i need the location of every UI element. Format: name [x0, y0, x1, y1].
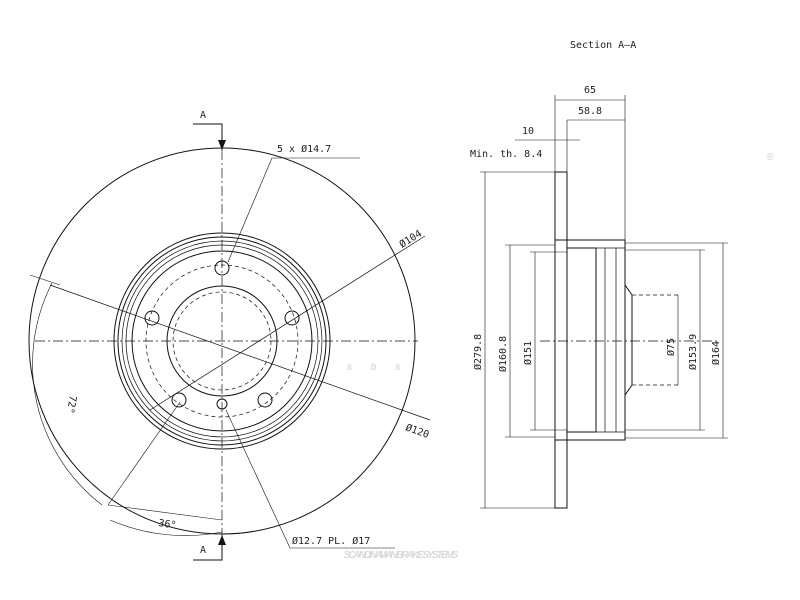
- min-thickness-label: Min. th. 8.4: [470, 149, 542, 160]
- sbs-logo: sbs: [347, 362, 401, 370]
- arrow-head: [218, 140, 226, 150]
- width-label: 65: [584, 85, 596, 96]
- bolt-hole-leader: [227, 157, 360, 263]
- section-marker-bottom: A: [200, 545, 206, 556]
- section-title: Section A–A: [570, 40, 636, 51]
- diag-line-1: [49, 284, 431, 421]
- section-arrow-bottom: [193, 535, 223, 561]
- pcd-label: Ø104: [397, 228, 424, 251]
- disc-diameter-label: Ø279.8: [472, 334, 484, 370]
- pilot-label: Ø12.7 PL. Ø17: [292, 535, 370, 547]
- diameter-160-label: Ø160.8: [497, 336, 509, 372]
- diameter-151-label: Ø151: [522, 341, 534, 365]
- bolt-hole: [171, 392, 187, 408]
- registered-mark: ®: [766, 152, 774, 163]
- center-bore-label: Ø75: [665, 338, 677, 356]
- section-arrow-top: [193, 123, 223, 150]
- disc-profile: [554, 171, 680, 509]
- hat-inner: [567, 247, 597, 433]
- angle-72-label: 72°: [64, 394, 78, 414]
- angle-ext-line: [29, 274, 61, 286]
- diag-line-2: [149, 235, 426, 411]
- front-view: A A 5 x Ø14.7 Ø104 Ø120 Ø12.7 PL. Ø17 72…: [28, 110, 431, 561]
- bolt-holes-label: 5 x Ø14.7: [277, 143, 331, 155]
- diameter-164-label: Ø164: [710, 341, 722, 365]
- thickness-label: 10: [522, 126, 534, 137]
- angle-36-ray: [107, 401, 181, 506]
- angle-36-arc: [109, 519, 223, 536]
- sbs-watermark: sbs ® SCANDINAVIAN BRAKE SYSTEMS: [344, 152, 775, 561]
- bolt-hole: [257, 392, 273, 408]
- diameter-153-label: Ø153.9: [687, 334, 699, 370]
- brand-tagline: SCANDINAVIAN BRAKE SYSTEMS: [344, 550, 459, 561]
- bolt-hole: [144, 310, 160, 326]
- angle-36-label: 36°: [158, 518, 177, 531]
- outer-hub-label: Ø120: [404, 422, 431, 442]
- pilot-leader: [225, 409, 395, 549]
- section-view: Section A–A 65 58.8 10 Min. th: [470, 40, 728, 509]
- hat-outline: [555, 239, 626, 441]
- bore-step: [624, 284, 633, 396]
- bolt-hole: [284, 310, 300, 326]
- hat-depth-label: 58.8: [578, 106, 602, 117]
- bolt-holes: [144, 260, 300, 410]
- angle-36-line: [107, 504, 223, 521]
- angle-72-arc: [32, 282, 103, 506]
- arrow-head: [218, 535, 226, 545]
- friction-ring: [554, 171, 568, 509]
- section-marker-top: A: [200, 110, 206, 121]
